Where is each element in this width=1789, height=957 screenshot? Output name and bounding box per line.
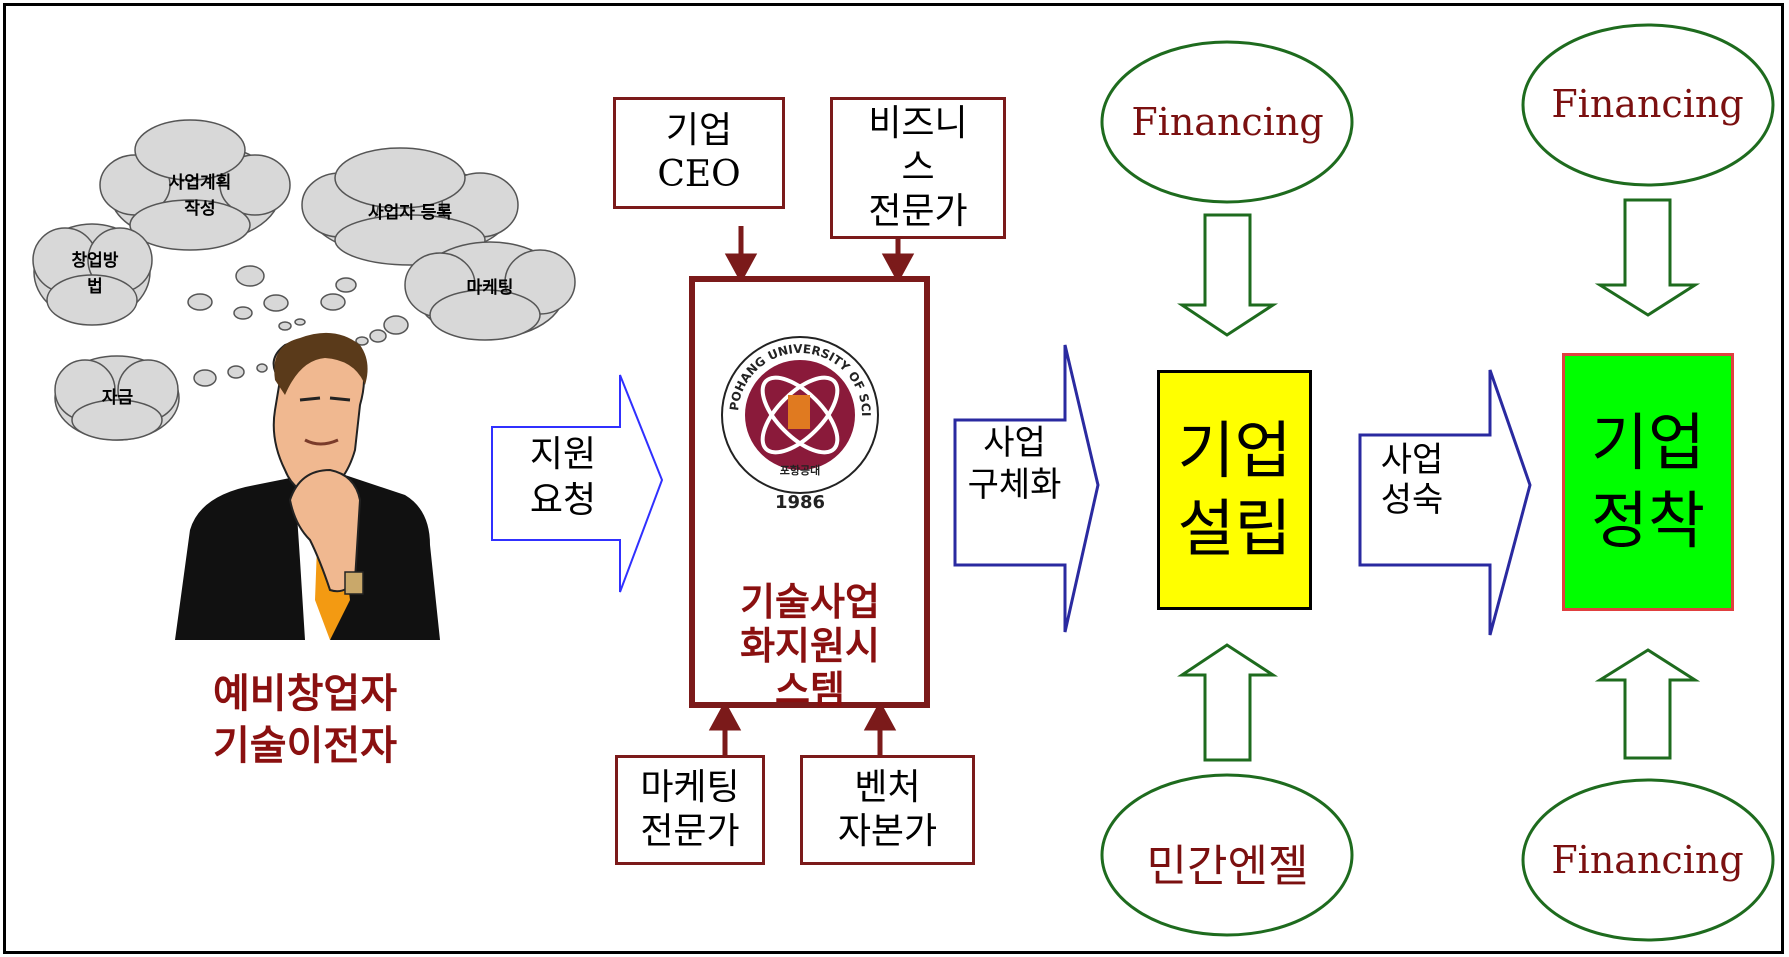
thought-marketing: 마케팅 xyxy=(466,278,514,298)
thought-method: 창업방 법 xyxy=(71,251,119,297)
stage-founding-box: 기업 설립 xyxy=(1157,370,1312,610)
financing-ovals xyxy=(1100,23,1775,942)
cloud-register xyxy=(301,147,519,266)
request-label: 지원 요청 xyxy=(529,434,597,521)
cloud-funds xyxy=(54,355,180,441)
financing-oval-2-text: Financing xyxy=(1551,82,1744,126)
emblem-korean: 포항공대 xyxy=(779,464,821,477)
emblem-year: 1986 xyxy=(774,492,826,513)
system-title: 기술사업 화지원시 스템 xyxy=(740,579,880,712)
green-arrows xyxy=(1177,198,1701,762)
stage-settlement-box: 기업 정착 xyxy=(1562,353,1734,611)
thought-funds: 자금 xyxy=(101,388,134,408)
concretize-label: 사업 구체화 xyxy=(967,423,1062,505)
cloud-marketing xyxy=(404,241,576,341)
thought-plan: 사업계획 작성 xyxy=(168,173,232,219)
connector-arrows xyxy=(708,226,915,755)
input-venture-capital-box: 벤처 자본가 xyxy=(800,755,975,865)
mature-label: 사업 성숙 xyxy=(1380,440,1444,520)
input-marketing-expert-box: 마케팅 전문가 xyxy=(615,755,765,865)
flow-arrows xyxy=(491,344,1532,636)
thought-clouds xyxy=(32,119,576,441)
cloud-method xyxy=(32,223,153,326)
input-business-expert-box: 비즈니 스 전문가 xyxy=(830,97,1006,239)
financing-oval-3-text: Financing xyxy=(1551,838,1744,882)
person-caption: 예비창업자 기술이전자 xyxy=(213,670,397,769)
input-ceo-box: 기업 CEO xyxy=(613,97,785,209)
diagram-frame xyxy=(3,3,1784,954)
cloud-plan xyxy=(99,119,291,251)
person-illustration xyxy=(175,332,440,640)
thought-register: 사업자 등록 xyxy=(367,203,453,223)
financing-oval-1-text: Financing xyxy=(1131,100,1324,144)
angel-oval-text: 민간엔젤 xyxy=(1146,841,1309,892)
